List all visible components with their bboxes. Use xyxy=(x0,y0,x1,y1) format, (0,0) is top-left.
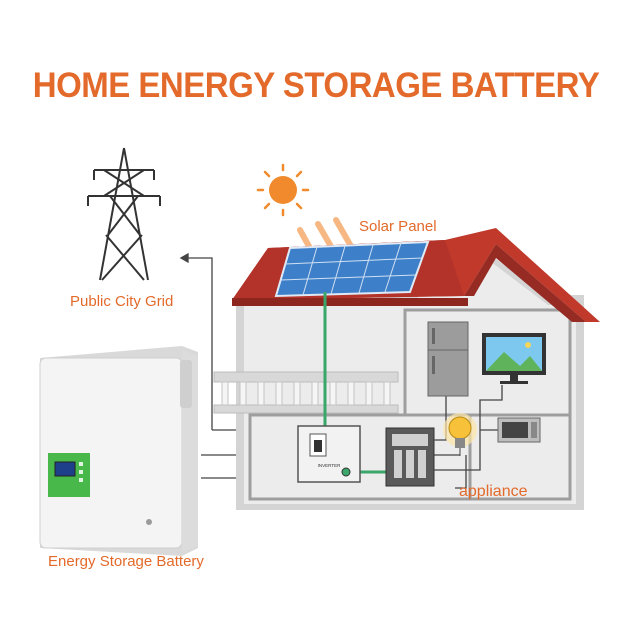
microwave-icon xyxy=(497,417,541,443)
light-bulb-icon xyxy=(443,413,477,456)
public-grid-label: Public City Grid xyxy=(70,293,174,310)
inverter-icon: INVERTER xyxy=(297,425,361,483)
sun-icon xyxy=(256,163,310,217)
page-title: HOME ENERGY STORAGE BATTERY xyxy=(32,64,600,105)
tv-icon xyxy=(482,333,546,384)
balcony xyxy=(213,371,399,414)
battery-icon xyxy=(39,346,198,556)
transmission-tower-icon xyxy=(87,147,161,281)
battery-label: Energy Storage Battery xyxy=(48,553,204,570)
solar-panel-label: Solar Panel xyxy=(359,218,437,235)
appliance-label: appliance xyxy=(459,483,528,500)
meter-box-icon xyxy=(385,427,435,487)
inverter-label: INVERTER xyxy=(318,463,341,468)
refrigerator-icon xyxy=(427,321,469,397)
solar-panel-icon xyxy=(274,240,430,298)
